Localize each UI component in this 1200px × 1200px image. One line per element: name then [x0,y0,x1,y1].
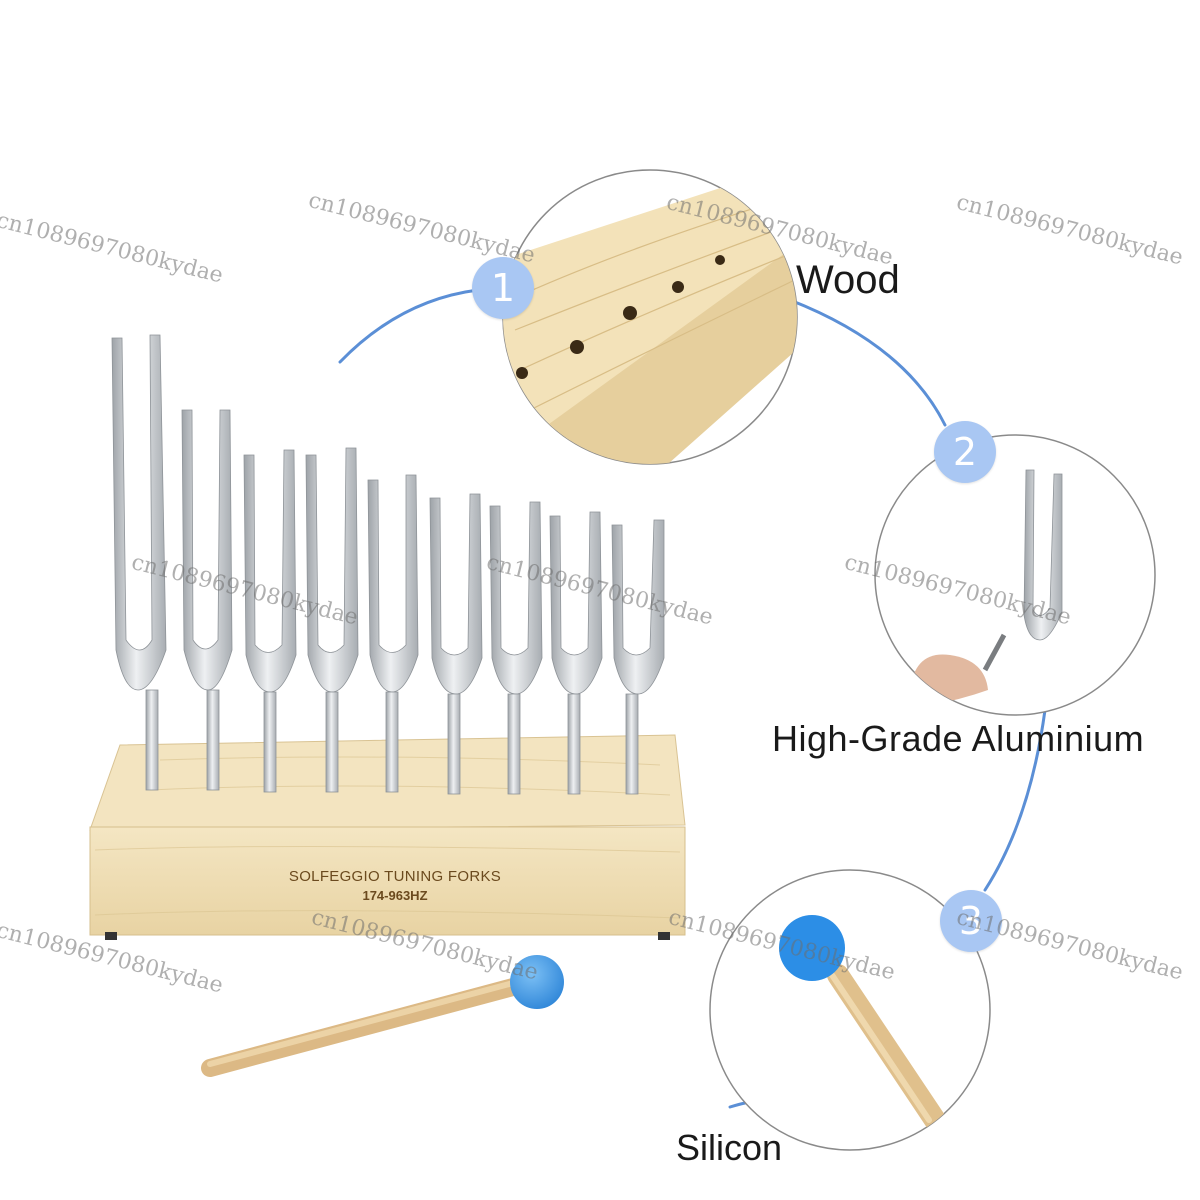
connector-line [338,288,1047,1109]
feature-label-aluminium: High-Grade Aluminium [772,718,1145,759]
feature-badge-1: 1 [472,257,534,319]
feature-badge-3: 3 [940,890,1002,952]
feature-label-wood: Wood [796,258,900,302]
wood-block-icon [89,734,686,940]
mallet-icon [201,955,564,1077]
tuning-fork-icon [111,334,665,795]
silicone-closeup-circle [709,869,991,1151]
wood-closeup-circle [502,169,798,465]
feature-badge-2: 2 [934,421,996,483]
feature-label-silicon: Silicon [676,1127,783,1168]
base-engraving-range: 174-963HZ [362,888,428,903]
base-engraving-title: SOLFEGGIO TUNING FORKS [288,868,502,885]
